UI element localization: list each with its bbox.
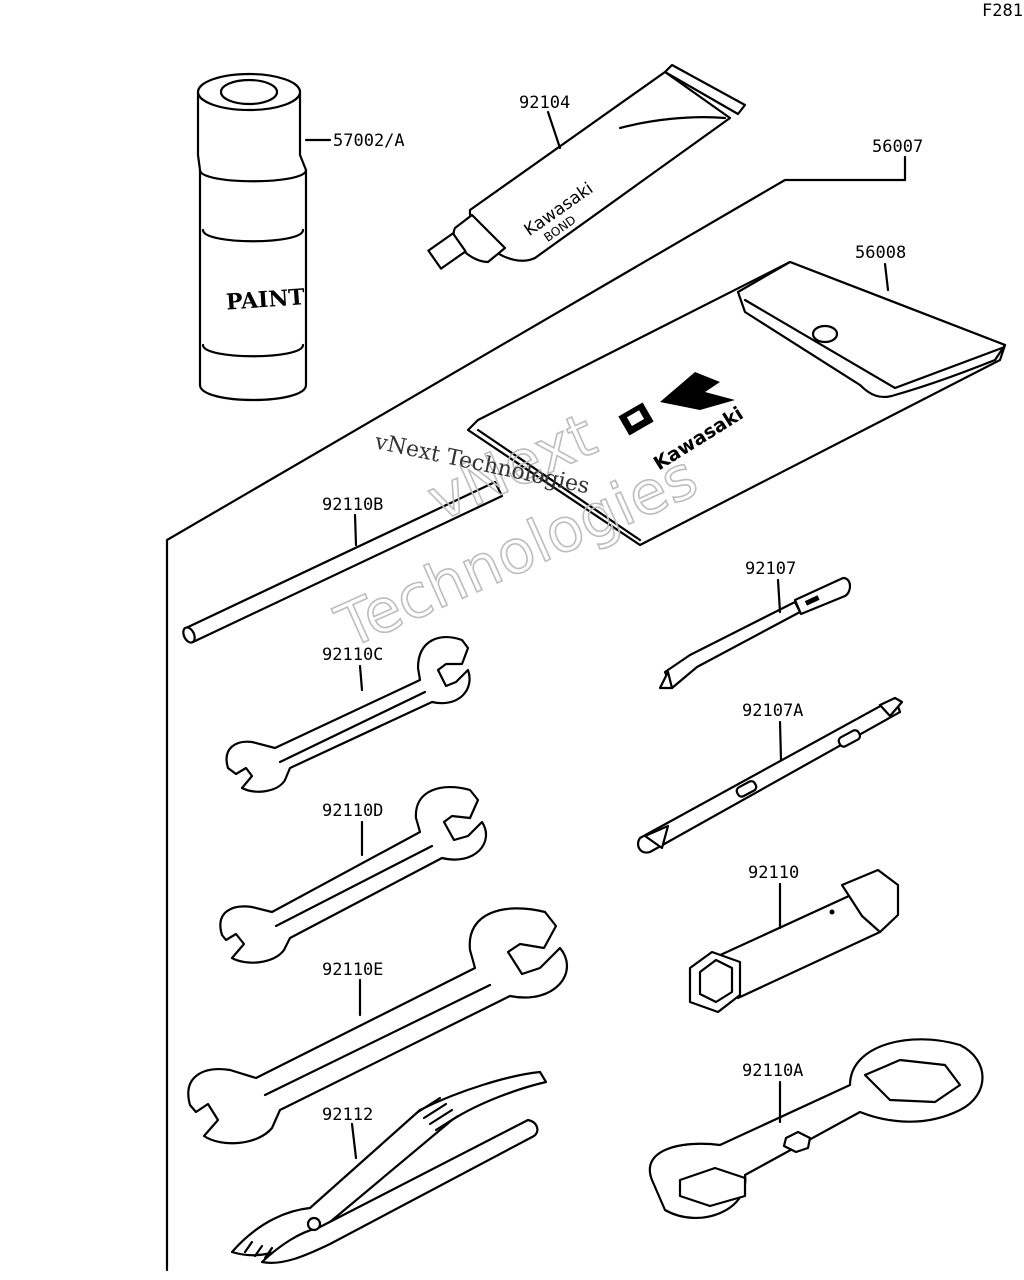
tool-pouch: Kawasaki: [466, 260, 1007, 547]
callout-92110D: 92110D: [322, 801, 383, 821]
wrench-small: [225, 635, 471, 793]
wrench-large: [187, 907, 568, 1145]
callout-92110A: 92110A: [742, 1061, 803, 1081]
callout-56007: 56007: [872, 137, 923, 157]
callout-labels: 57002/A 92104 56007 56008 92110B 92107 9…: [322, 93, 923, 1125]
callout-92107A: 92107A: [742, 701, 803, 721]
bond-tube: Kawasaki BOND: [427, 63, 747, 270]
callout-92110E: 92110E: [322, 960, 383, 980]
callout-92110C: 92110C: [322, 645, 383, 665]
callout-92110B: 92110B: [322, 495, 383, 515]
callout-92110: 92110: [748, 863, 799, 883]
paint-can-text: PAINT: [225, 284, 306, 315]
kit-outline: [165, 178, 907, 1272]
callout-56008: 56008: [855, 243, 906, 263]
box-wrench: [648, 1038, 984, 1219]
wrench-medium: [219, 786, 488, 964]
plug-wrench: [688, 868, 900, 1014]
leader-lines: [304, 110, 907, 1160]
callout-92104: 92104: [519, 93, 570, 113]
pliers: [230, 1070, 548, 1264]
paint-can: PAINT: [196, 72, 308, 402]
callout-92112: 92112: [322, 1105, 373, 1125]
screwdriver-double: [636, 696, 904, 854]
callout-57002A: 57002/A: [333, 131, 405, 151]
handle-bar: [182, 480, 504, 644]
screwdriver: [658, 576, 852, 690]
page-code: F281: [982, 1, 1023, 21]
callout-92107: 92107: [745, 559, 796, 579]
